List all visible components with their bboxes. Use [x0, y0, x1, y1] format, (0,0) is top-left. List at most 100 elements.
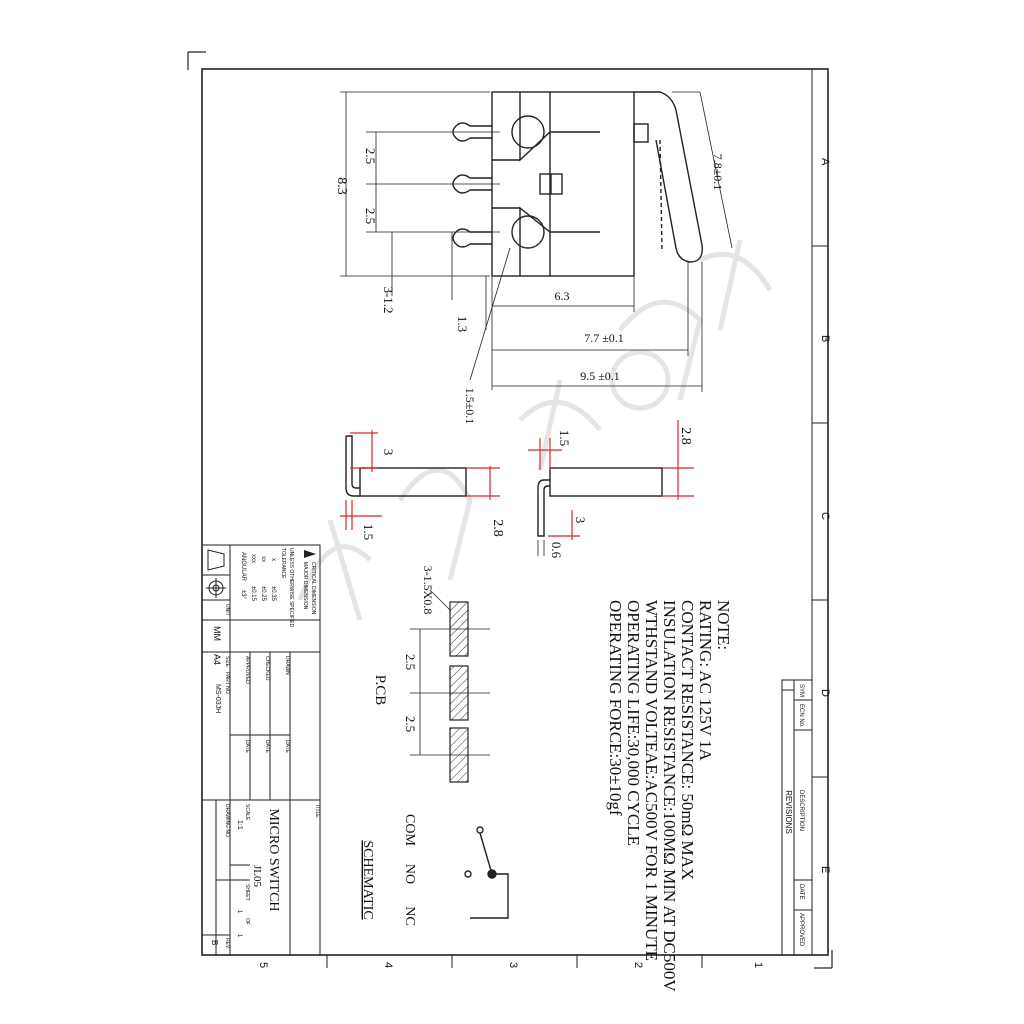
revisions-header: REVISIONS: [784, 790, 793, 834]
revisions-approved: APPROVED: [798, 913, 804, 947]
tb-drawn-label: DRAWN: [284, 656, 290, 675]
zone-number-5: 5: [257, 962, 269, 968]
tb-angular-label: ANGULAR: [240, 552, 246, 582]
zone-ticks-bottom: [326, 955, 703, 968]
terminal-dimensions-left: [340, 430, 500, 530]
tb-tol-xxx-label: xxx: [250, 554, 256, 563]
dim-3-right: 3: [573, 517, 588, 524]
tb-size-label: SIZE: [224, 656, 230, 668]
schematic-label: SCHEMATIC: [360, 840, 375, 919]
notes-heading: NOTE:: [714, 600, 733, 650]
side-view-dimensions: [340, 91, 733, 392]
tb-drawing-no-label: DRAWING NO.: [224, 804, 230, 838]
zone-numbers: 5 4 3 2 1: [257, 962, 764, 968]
zone-letter-a: A: [819, 158, 831, 166]
dim-2-5-pcb-b: 2.5: [403, 716, 418, 732]
tb-of: 1: [236, 934, 242, 938]
dim-2-8-left: 2.8: [490, 519, 505, 537]
note-line: RATING: AC 125V 1A: [696, 600, 715, 761]
schematic-com: COM: [402, 814, 417, 846]
zone-letter-d: D: [819, 689, 831, 697]
zone-letter-e: E: [819, 866, 831, 873]
note-line: CONTACT RESISTANCE: 50mΩ MAX: [678, 600, 697, 880]
tb-date-label: DATE: [244, 740, 250, 754]
note-line: OPERATING LIFE:30,000 CYCLE: [624, 600, 643, 846]
dim-3-left: 3: [381, 449, 396, 456]
revisions-block: [781, 679, 813, 956]
terminal-dimensions-right: [528, 420, 694, 540]
tb-unit: MM: [212, 626, 222, 641]
terminal-detail-left: [345, 435, 467, 497]
tb-tolerance: TOLERANCE: [280, 548, 286, 579]
title-block: [201, 544, 321, 956]
notes: NOTE: RATING: AC 125V 1A CONTACT RESISTA…: [606, 600, 733, 992]
tb-unit-label: UNIT: [224, 604, 230, 616]
zone-number-2: 2: [632, 962, 644, 968]
revisions-date: DATE: [798, 884, 804, 900]
tb-date-label: DATE: [264, 740, 270, 754]
dim-8-3: 8.3: [334, 177, 349, 195]
tb-sheet-label: SHEET: [244, 884, 250, 901]
tb-tol-x: ±0.35: [270, 586, 276, 602]
schematic-nc: NC: [402, 906, 417, 925]
tb-angular: ±3°: [240, 590, 246, 600]
tb-tol-xx: ±0.25: [260, 586, 266, 602]
dim-1-5-tol: 1.5±0.1: [463, 388, 477, 425]
dim-1-5-left: 1.5: [361, 524, 376, 540]
note-line: INSULATION RESISTANCE:100MΩ MIN AT DC500…: [660, 600, 679, 992]
dim-2-5-pcb-a: 2.5: [403, 654, 418, 670]
tb-of-label: OF: [244, 918, 250, 925]
tb-tol-xxx: ±0.15: [250, 586, 256, 602]
tb-sheet: 1: [236, 910, 242, 914]
dim-7-8: 7.8±0.1: [711, 154, 725, 191]
dim-slots: 3-1.5X0.8: [421, 566, 435, 615]
zone-number-1: 1: [752, 962, 764, 968]
tb-checked-label: CHECKED: [264, 656, 270, 681]
critical-dimension-icon: [304, 550, 316, 558]
note-line: WTHSTAND VOLTEAE:AC500V FOR 1 MINUTE: [642, 600, 661, 961]
tb-scale: 1:1: [236, 820, 243, 830]
revisions-sym: SYM: [798, 684, 804, 697]
zone-letter-c: C: [819, 512, 831, 520]
dim-7-7: 7.7 ±0.1: [584, 331, 624, 345]
note-line: OPERATING FORCE:30±10gf: [606, 600, 625, 816]
zone-number-4: 4: [382, 962, 394, 968]
outer-border: [201, 68, 829, 956]
dim-2-5-b: 2.5: [363, 208, 378, 224]
tb-part-code: JL05: [251, 865, 263, 888]
tb-scale-label: SCALE: [244, 804, 250, 821]
tb-title: MICRO SWITCH: [266, 808, 281, 911]
tb-rev-label: REV.: [224, 938, 230, 949]
zone-number-3: 3: [507, 962, 519, 968]
dim-9-5: 9.5 ±0.1: [580, 369, 620, 383]
pcb-label: P.CB: [372, 675, 388, 705]
tb-part-no: MS-03JH: [214, 684, 221, 713]
tb-major: MAJOR DIMENSION: [302, 562, 308, 610]
tb-date-label: DATE: [284, 740, 290, 754]
tb-rev: B: [210, 940, 219, 945]
tb-tol-xx-label: xx: [260, 556, 266, 562]
zone-letters: A B C D E: [819, 158, 831, 873]
zone-letter-b: B: [819, 335, 831, 342]
dim-3-1-2: 3-1.2: [381, 286, 396, 313]
projection-symbol-icon: [206, 549, 226, 598]
revisions-ecn: ECN No.: [798, 704, 804, 728]
dim-6-3: 6.3: [555, 289, 570, 303]
dim-2-8-right: 2.8: [678, 427, 693, 445]
dim-2-5-a: 2.5: [363, 148, 378, 164]
tb-title-label: TITLE: [314, 804, 320, 818]
dim-1-3: 1.3: [455, 316, 470, 332]
terminal-detail-right: [537, 467, 663, 537]
tb-critical: CRITICAL DIMENSION: [310, 562, 316, 615]
dim-0-6: 0.6: [549, 542, 564, 559]
corner-marks: [187, 51, 833, 969]
tb-approved-label: APPROVED: [244, 656, 250, 684]
tb-size: A4: [212, 654, 222, 665]
schematic-diagram: [464, 826, 509, 919]
tb-tol-x-label: x: [270, 558, 276, 561]
watermark: [297, 239, 773, 621]
tb-part-no-label: PART NO.: [224, 672, 230, 695]
tb-unless: UNLESS OTHERWISE SPECIFIED: [288, 548, 294, 628]
schematic-no: NO: [402, 864, 417, 884]
